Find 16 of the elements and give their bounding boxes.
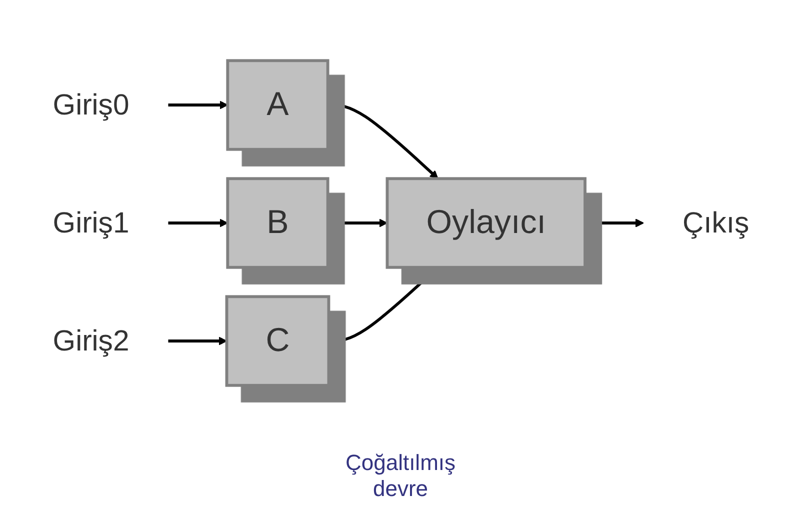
node-box: A — [226, 59, 329, 151]
arrow — [168, 336, 227, 346]
node-box: B — [226, 177, 329, 269]
note-text: Çoğaltılmış devre — [344, 450, 457, 502]
arrow — [168, 218, 228, 228]
node-box: C — [224, 295, 330, 387]
arrow — [327, 218, 388, 228]
arrow — [327, 104, 438, 180]
node-text: Giriş0 — [52, 88, 129, 122]
arrow — [584, 218, 644, 228]
arrow — [328, 266, 438, 342]
arrow — [168, 100, 228, 110]
node-text: Çıkış — [682, 206, 749, 240]
node-text: Giriş2 — [52, 324, 129, 358]
node-text: Giriş1 — [52, 206, 129, 240]
node-box: Oylayıcı — [385, 177, 586, 269]
